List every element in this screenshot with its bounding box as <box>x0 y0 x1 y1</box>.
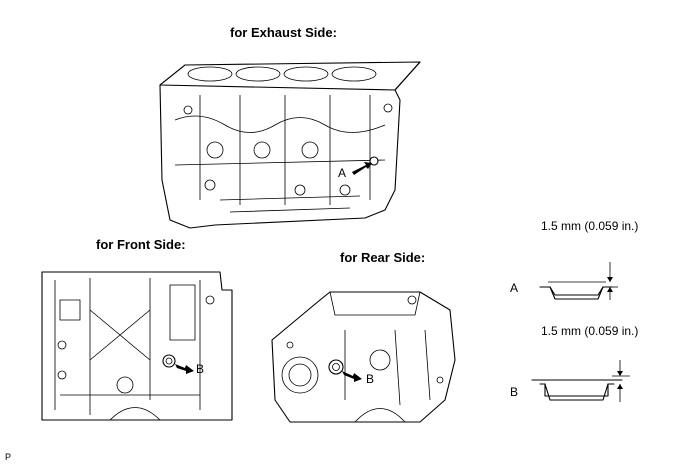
detail-a-label: A <box>510 281 519 295</box>
front-side-title: for Front Side: <box>96 237 186 252</box>
detail-b-label: B <box>510 385 519 399</box>
figure-code: P <box>5 452 12 462</box>
rear-side-title: for Rear Side: <box>340 250 426 265</box>
exhaust-marker-a: A <box>338 166 347 180</box>
arrow-b-front-icon <box>175 364 194 374</box>
exhaust-side-title: for Exhaust Side: <box>230 25 337 40</box>
detail-b-dimension: 1.5 mm (0.059 in.) <box>541 324 639 338</box>
front-marker-b: B <box>196 362 205 376</box>
arrow-a-icon <box>352 162 372 175</box>
detail-a-dimension: 1.5 mm (0.059 in.) <box>541 219 639 233</box>
arrow-b-rear-icon <box>342 371 362 382</box>
rear-marker-b: B <box>366 372 375 386</box>
